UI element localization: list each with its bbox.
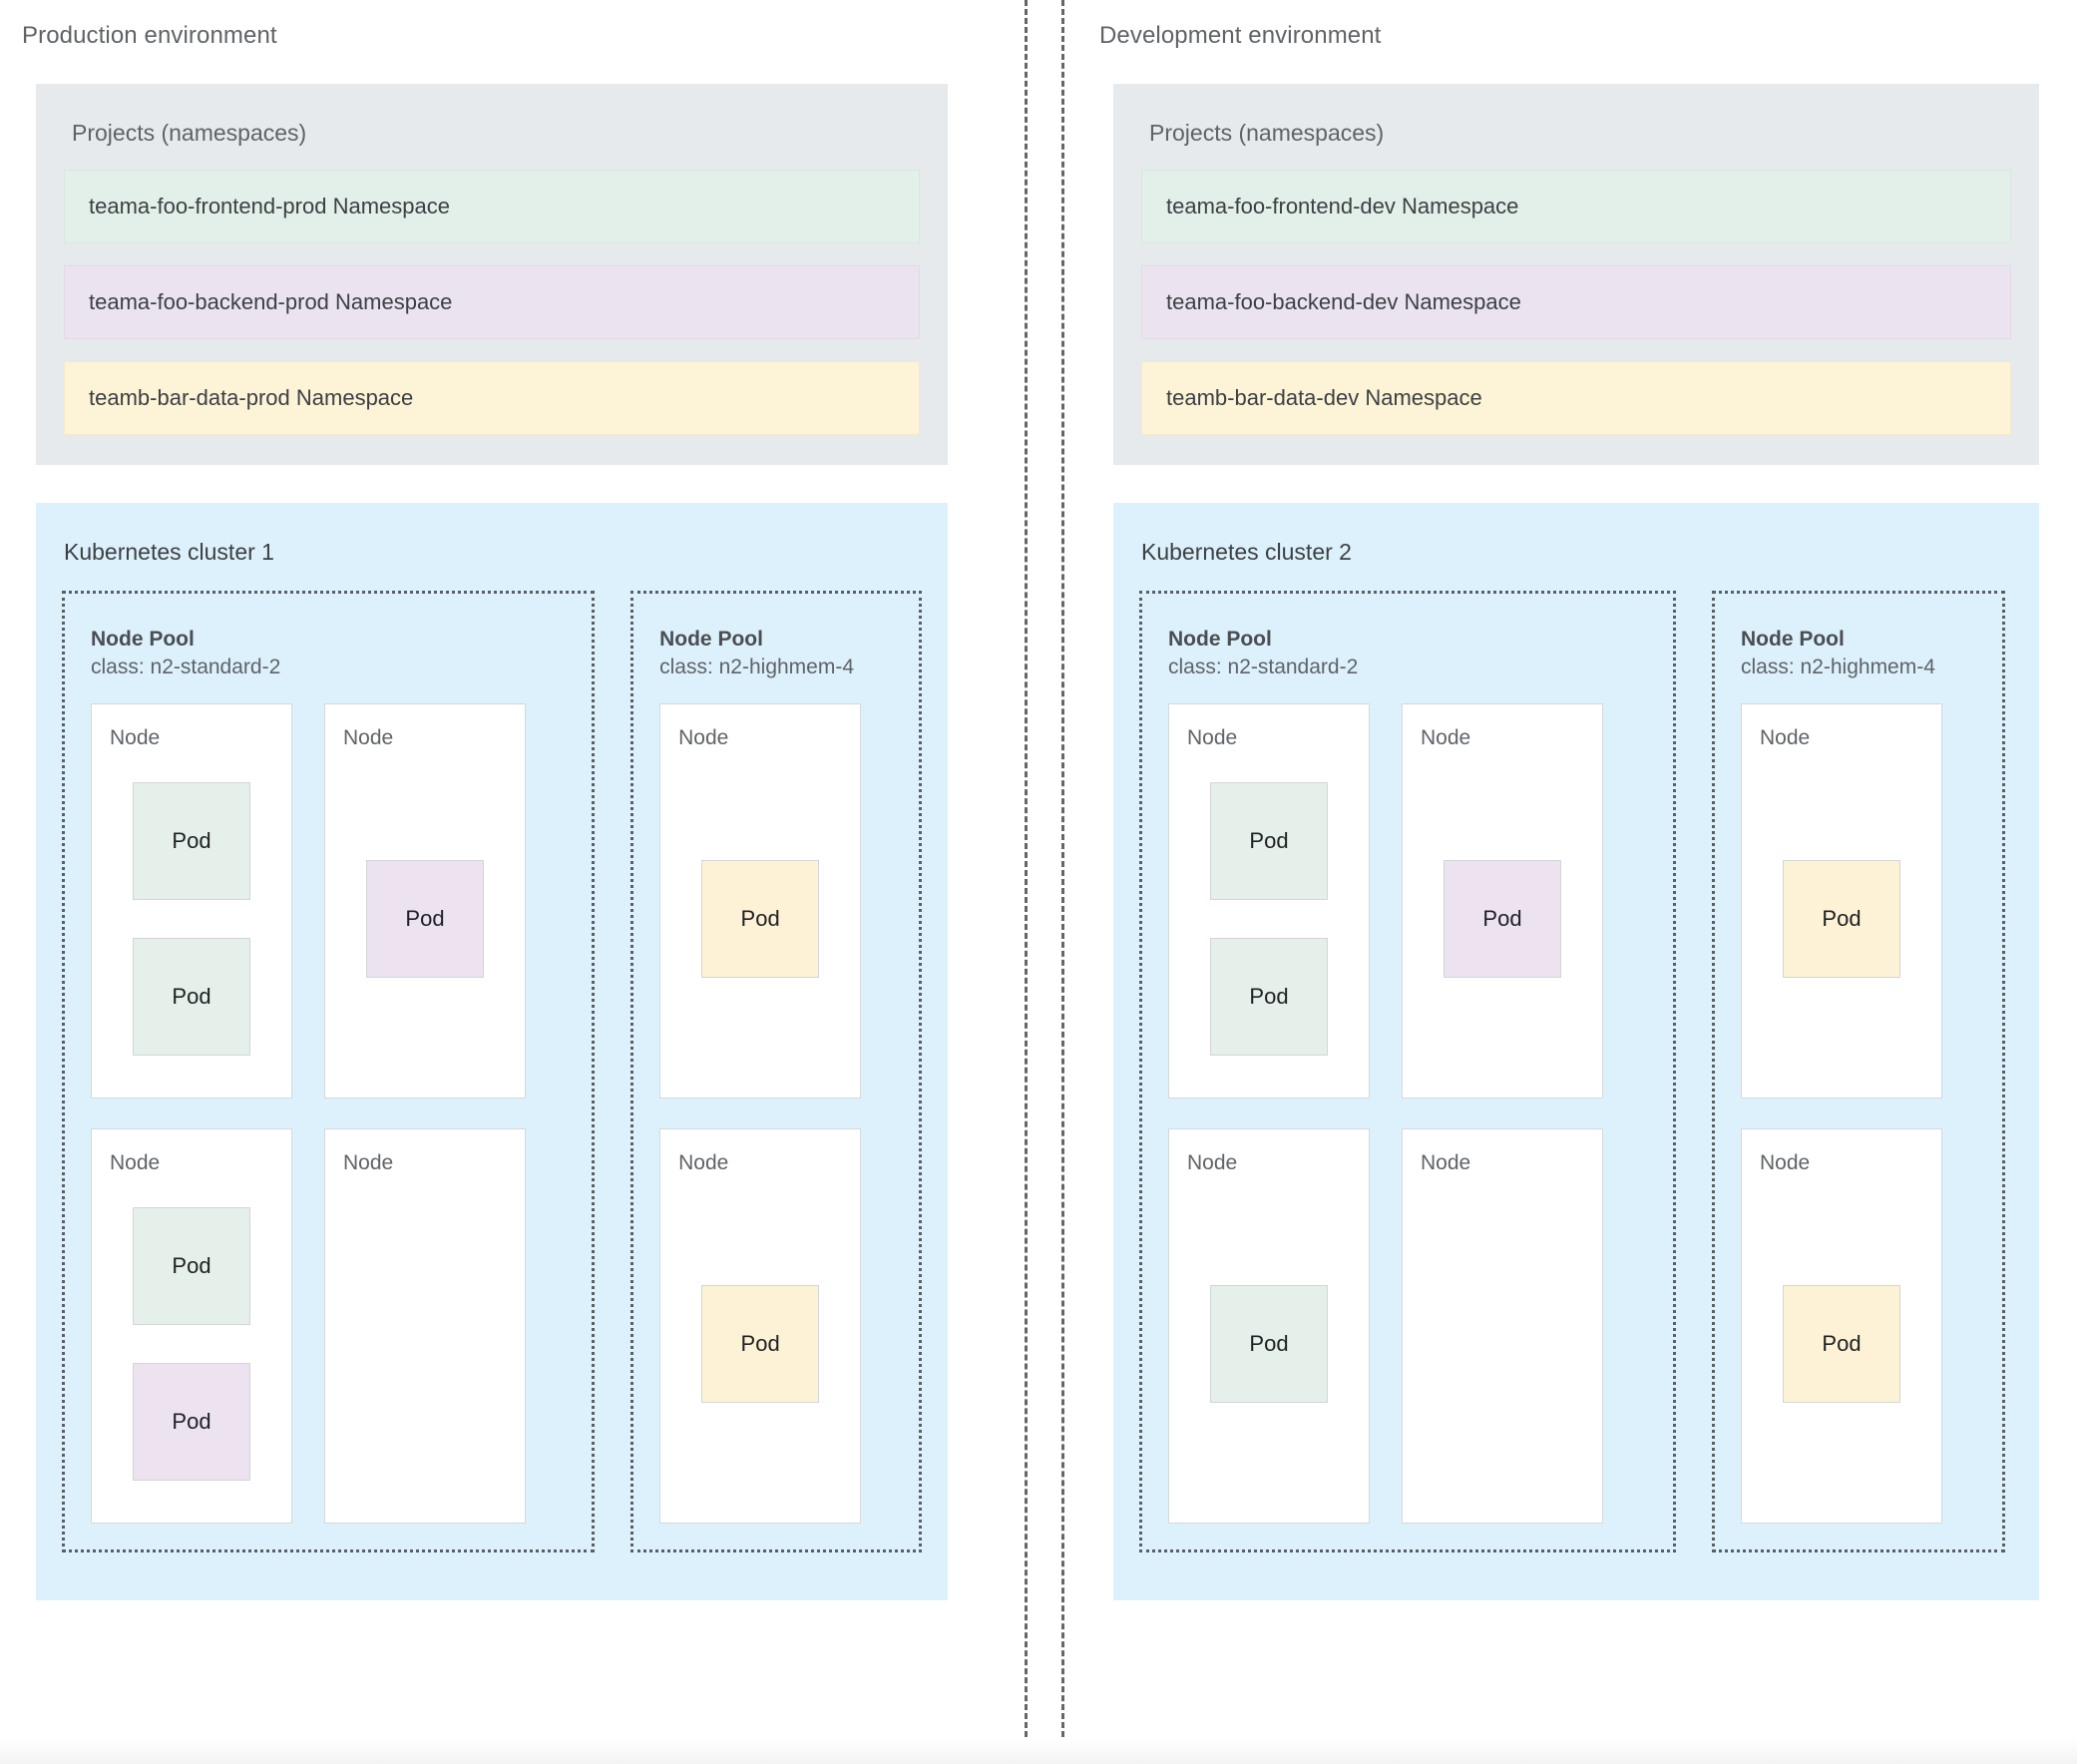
node[interactable]: Node Pod Pod — [91, 703, 292, 1099]
node-pool-name: Node Pool — [1168, 628, 1272, 651]
node-pool: Node Pool class: n2-standard-2 Node Pod … — [1139, 591, 1676, 1552]
node-pool-class: class: n2-highmem-4 — [1741, 656, 1935, 678]
node-pool: Node Pool class: n2-highmem-4 Node Pod N… — [630, 591, 922, 1552]
node-label: Node — [1760, 726, 1811, 749]
node-label: Node — [110, 726, 161, 749]
node[interactable]: Node — [1402, 1128, 1603, 1524]
node-pool-class: class: n2-highmem-4 — [659, 656, 855, 678]
node-label: Node — [110, 1151, 161, 1174]
node[interactable]: Node Pod Pod — [91, 1128, 292, 1524]
pod[interactable]: Pod — [1444, 860, 1561, 978]
pod[interactable]: Pod — [1210, 1285, 1328, 1403]
node[interactable]: Node Pod — [324, 703, 526, 1099]
pod-stack: Pod — [325, 750, 525, 1098]
pod-stack: Pod — [1169, 1175, 1369, 1523]
pod[interactable]: Pod — [366, 860, 484, 978]
node[interactable]: Node Pod — [659, 1128, 862, 1524]
namespace-row[interactable]: teamb-bar-data-prod Namespace — [64, 361, 920, 435]
node-pool-name: Node Pool — [659, 628, 763, 651]
node-label: Node — [1187, 726, 1238, 749]
projects-panel: Projects (namespaces) teama-foo-frontend… — [1113, 84, 2039, 465]
namespace-row[interactable]: teama-foo-backend-prod Namespace — [64, 265, 920, 339]
cluster-title: Kubernetes cluster 2 — [1141, 539, 1352, 565]
node-label: Node — [678, 726, 729, 749]
node[interactable]: Node Pod — [1168, 1128, 1370, 1524]
environment-title: Production environment — [22, 22, 277, 49]
node-label: Node — [678, 1151, 729, 1174]
node-pool: Node Pool class: n2-highmem-4 Node Pod N… — [1712, 591, 2005, 1552]
namespace-row[interactable]: teamb-bar-data-dev Namespace — [1141, 361, 2011, 435]
node-pool: Node Pool class: n2-standard-2 Node Pod … — [62, 591, 596, 1552]
pod[interactable]: Pod — [1783, 860, 1900, 978]
node[interactable]: Node Pod — [659, 703, 862, 1099]
environment-development: Development environment Projects (namesp… — [1077, 0, 2077, 1600]
pod[interactable]: Pod — [1210, 938, 1328, 1056]
node-label: Node — [1421, 1151, 1471, 1174]
pod[interactable]: Pod — [133, 938, 250, 1056]
node-label: Node — [1760, 1151, 1811, 1174]
pod-stack: Pod — [660, 1175, 860, 1523]
pod[interactable]: Pod — [701, 860, 820, 978]
node-pool-header: Node Pool class: n2-highmem-4 — [659, 626, 919, 681]
projects-panel: Projects (namespaces) teama-foo-frontend… — [36, 84, 948, 465]
node[interactable]: Node Pod Pod — [1168, 703, 1370, 1099]
node[interactable]: Node Pod — [1402, 703, 1603, 1099]
node-pool-name: Node Pool — [91, 628, 195, 651]
node-pool-class: class: n2-standard-2 — [1168, 656, 1359, 678]
node-pool-class: class: n2-standard-2 — [91, 656, 281, 678]
namespace-row[interactable]: teama-foo-backend-dev Namespace — [1141, 265, 2011, 339]
pod-stack: Pod — [1403, 750, 1602, 1098]
node-pool-header: Node Pool class: n2-standard-2 — [1168, 626, 1673, 681]
node-pool-header: Node Pool class: n2-highmem-4 — [1741, 626, 2002, 681]
pod-stack: Pod — [1742, 1175, 1941, 1523]
node-grid: Node Pod Pod Node Pod — [1142, 703, 1673, 1524]
node-pool-header: Node Pool class: n2-standard-2 — [91, 626, 592, 681]
environment-divider-left — [1025, 0, 1028, 1764]
pod[interactable]: Pod — [133, 1207, 250, 1325]
pod[interactable]: Pod — [1210, 782, 1328, 900]
node-label: Node — [1187, 1151, 1238, 1174]
node-pool-list: Node Pool class: n2-standard-2 Node Pod … — [36, 591, 948, 1552]
node-pool-list: Node Pool class: n2-standard-2 Node Pod … — [1113, 591, 2039, 1552]
node-label: Node — [343, 1151, 394, 1174]
pod-stack — [325, 1175, 525, 1523]
pod-stack: Pod Pod — [1169, 750, 1369, 1098]
environment-production: Production environment Projects (namespa… — [0, 0, 998, 1600]
node-grid: Node Pod Pod Node Pod — [65, 703, 592, 1524]
pod[interactable]: Pod — [1783, 1285, 1900, 1403]
node-grid: Node Pod Node Pod — [633, 703, 919, 1524]
kubernetes-cluster: Kubernetes cluster 1 Node Pool class: n2… — [36, 503, 948, 1600]
node-grid: Node Pod Node Pod — [1715, 703, 2002, 1524]
node-pool-name: Node Pool — [1741, 628, 1845, 651]
namespace-row[interactable]: teama-foo-frontend-dev Namespace — [1141, 170, 2011, 243]
pod[interactable]: Pod — [133, 1363, 250, 1481]
page-bottom-fade — [0, 1738, 2077, 1764]
namespace-row[interactable]: teama-foo-frontend-prod Namespace — [64, 170, 920, 243]
pod[interactable]: Pod — [701, 1285, 820, 1403]
pod-stack — [1403, 1175, 1602, 1523]
pod-stack: Pod Pod — [92, 750, 291, 1098]
pod-stack: Pod Pod — [92, 1175, 291, 1523]
node[interactable]: Node — [324, 1128, 526, 1524]
projects-panel-title: Projects (namespaces) — [72, 120, 307, 146]
namespace-list: teama-foo-frontend-prod Namespace teama-… — [64, 170, 920, 435]
pod-stack: Pod — [1742, 750, 1941, 1098]
node[interactable]: Node Pod — [1741, 1128, 1942, 1524]
pod[interactable]: Pod — [133, 782, 250, 900]
environment-title: Development environment — [1099, 22, 1382, 49]
pod-stack: Pod — [660, 750, 860, 1098]
namespace-list: teama-foo-frontend-dev Namespace teama-f… — [1141, 170, 2011, 435]
cluster-title: Kubernetes cluster 1 — [64, 539, 274, 565]
projects-panel-title: Projects (namespaces) — [1149, 120, 1385, 146]
node[interactable]: Node Pod — [1741, 703, 1942, 1099]
node-label: Node — [1421, 726, 1471, 749]
environment-divider-right — [1061, 0, 1064, 1764]
node-label: Node — [343, 726, 394, 749]
kubernetes-cluster: Kubernetes cluster 2 Node Pool class: n2… — [1113, 503, 2039, 1600]
